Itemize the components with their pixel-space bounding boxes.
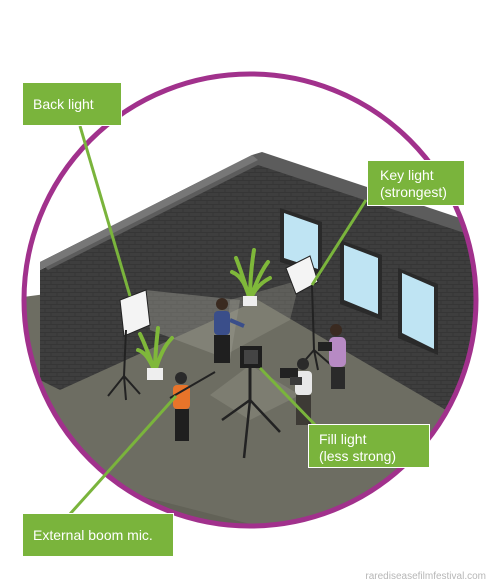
plant-back bbox=[230, 248, 272, 306]
purple-guest bbox=[318, 324, 346, 389]
back-light-label: Back light bbox=[22, 82, 122, 126]
plant-left bbox=[136, 326, 174, 380]
key-light-label: Key light (strongest) bbox=[367, 160, 465, 206]
window-3 bbox=[398, 268, 438, 355]
boom-mic-label: External boom mic. bbox=[22, 513, 174, 557]
boom-mic-text: External boom mic. bbox=[33, 527, 153, 543]
key-light-subtext: (strongest) bbox=[380, 184, 447, 200]
boom-mic-pointer bbox=[68, 394, 178, 516]
window-1 bbox=[280, 208, 322, 275]
back-light-text: Back light bbox=[33, 96, 94, 112]
presenter bbox=[214, 298, 245, 363]
fill-light-pointer bbox=[258, 366, 322, 432]
fill-light-text: Fill light bbox=[319, 431, 367, 447]
key-light bbox=[285, 255, 331, 371]
boom-operator bbox=[169, 371, 216, 441]
source-credit: rarediseasefilmfestival.com bbox=[365, 571, 486, 582]
camera-tripod bbox=[221, 346, 281, 459]
fill-light-subtext: (less strong) bbox=[319, 448, 397, 464]
key-light-pointer bbox=[310, 199, 368, 286]
back-light-pointer bbox=[78, 125, 132, 297]
window-2 bbox=[340, 240, 382, 320]
fill-light-label: Fill light (less strong) bbox=[308, 424, 430, 468]
frame-circle bbox=[21, 71, 479, 529]
key-light-text: Key light bbox=[380, 167, 434, 183]
left-wall bbox=[40, 160, 258, 390]
back-light bbox=[107, 289, 151, 401]
